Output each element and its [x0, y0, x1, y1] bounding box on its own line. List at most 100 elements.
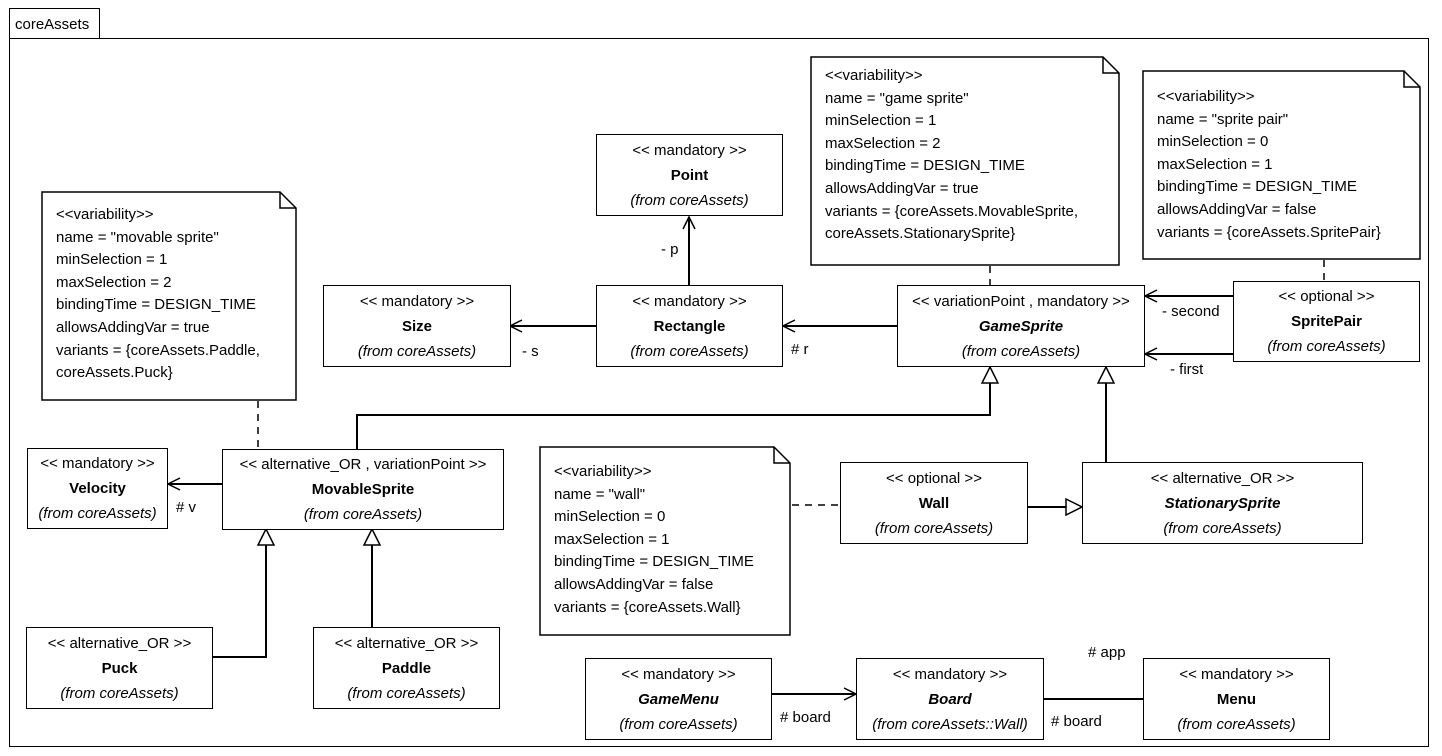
- class-origin: (from coreAssets): [630, 191, 749, 209]
- note-line: allowsAddingVar = false: [1157, 200, 1317, 218]
- class-name: Rectangle: [653, 317, 726, 335]
- role-label-board-menu: # board: [1051, 713, 1102, 730]
- stereotype: << alternative_OR >>: [47, 634, 192, 652]
- class-point[interactable]: << mandatory >> Point (from coreAssets): [596, 134, 783, 216]
- note-line: minSelection = 0: [1157, 133, 1269, 151]
- class-rectangle[interactable]: << mandatory >> Rectangle (from coreAsse…: [596, 285, 783, 367]
- class-board[interactable]: << mandatory >> Board (from coreAssets::…: [856, 658, 1044, 740]
- class-origin: (from coreAssets): [1163, 519, 1282, 537]
- stereotype: << alternative_OR >>: [1150, 469, 1295, 487]
- note-spritepair-variability: <<variability>> name = "sprite pair" min…: [1142, 70, 1421, 260]
- note-wall-variability: <<variability>> name = "wall" minSelecti…: [539, 446, 791, 636]
- class-gamesprite[interactable]: << variationPoint , mandatory >> GameSpr…: [897, 285, 1145, 367]
- note-line: minSelection = 0: [554, 508, 666, 526]
- note-line: <<variability>>: [1157, 88, 1255, 105]
- note-line: minSelection = 1: [56, 251, 168, 269]
- class-origin: (from coreAssets): [619, 715, 738, 733]
- class-origin: (from coreAssets): [1177, 715, 1296, 733]
- note-line: maxSelection = 2: [56, 273, 172, 291]
- note-line: bindingTime = DESIGN_TIME: [825, 157, 1025, 175]
- class-origin: (from coreAssets::Wall): [872, 715, 1028, 733]
- class-stationarysprite[interactable]: << alternative_OR >> StationarySprite (f…: [1082, 462, 1363, 544]
- note-line: name = "sprite pair": [1157, 110, 1289, 128]
- note-line: coreAssets.Puck}: [56, 364, 173, 382]
- class-name: Point: [670, 166, 709, 184]
- note-line: <<variability>>: [56, 206, 154, 223]
- note-line: variants = {coreAssets.Paddle,: [56, 341, 260, 359]
- note-line: variants = {coreAssets.MovableSprite,: [825, 202, 1079, 220]
- note-line: bindingTime = DESIGN_TIME: [56, 296, 256, 314]
- class-name: Menu: [1216, 690, 1257, 708]
- stereotype: << mandatory >>: [632, 292, 747, 310]
- class-origin: (from coreAssets): [60, 684, 179, 702]
- role-label-second: - second: [1162, 303, 1220, 320]
- stereotype: << mandatory >>: [40, 455, 155, 472]
- stereotype: << variationPoint , mandatory >>: [912, 292, 1130, 310]
- note-movablesprite-variability: <<variability>> name = "movable sprite" …: [41, 191, 297, 401]
- stereotype: << mandatory >>: [621, 665, 736, 683]
- class-menu[interactable]: << mandatory >> Menu (from coreAssets): [1143, 658, 1330, 740]
- note-line: name = "wall": [554, 485, 646, 503]
- class-paddle[interactable]: << alternative_OR >> Paddle (from coreAs…: [313, 627, 500, 709]
- gen-movablesprite-gamesprite: [356, 367, 990, 449]
- package-frame: [9, 38, 1429, 747]
- class-origin: (from coreAssets): [347, 684, 466, 702]
- role-label-v: # v: [176, 499, 197, 516]
- class-name: StationarySprite: [1164, 494, 1281, 512]
- class-name: Board: [928, 690, 972, 708]
- note-line: allowsAddingVar = true: [825, 179, 979, 197]
- note-line: <<variability>>: [825, 67, 923, 84]
- class-puck[interactable]: << alternative_OR >> Puck (from coreAsse…: [26, 627, 213, 709]
- note-line: name = "movable sprite": [56, 228, 219, 246]
- stereotype: << optional >>: [1278, 288, 1375, 305]
- class-name: SpritePair: [1291, 313, 1362, 330]
- class-origin: (from coreAssets): [1267, 338, 1386, 355]
- class-spritepair[interactable]: << optional >> SpritePair (from coreAsse…: [1233, 281, 1420, 362]
- class-name: GameSprite: [978, 317, 1064, 335]
- stereotype: << mandatory >>: [892, 665, 1008, 683]
- note-line: allowsAddingVar = false: [554, 575, 714, 593]
- class-size[interactable]: << mandatory >> Size (from coreAssets): [323, 285, 511, 367]
- stereotype: << alternative_OR >>: [334, 634, 479, 652]
- class-origin: (from coreAssets): [630, 342, 749, 360]
- class-velocity[interactable]: << mandatory >> Velocity (from coreAsset…: [27, 448, 168, 529]
- class-name: Size: [401, 317, 432, 335]
- note-line: bindingTime = DESIGN_TIME: [1157, 178, 1357, 196]
- class-wall[interactable]: << optional >> Wall (from coreAssets): [840, 462, 1028, 544]
- class-gamemenu[interactable]: << mandatory >> GameMenu (from coreAsset…: [585, 658, 772, 740]
- note-line: bindingTime = DESIGN_TIME: [554, 553, 754, 571]
- note-line: minSelection = 1: [825, 112, 937, 130]
- role-label-first: - first: [1170, 361, 1204, 378]
- note-line: maxSelection = 1: [1157, 155, 1273, 173]
- stereotype: << mandatory >>: [1179, 665, 1294, 683]
- class-name: Velocity: [69, 480, 126, 497]
- class-name: MovableSprite: [311, 481, 415, 498]
- gen-puck-movablesprite: [212, 529, 266, 658]
- note-line: coreAssets.StationarySprite}: [825, 225, 1016, 243]
- class-origin: (from coreAssets): [874, 519, 994, 537]
- note-line: <<variability>>: [554, 463, 652, 480]
- note-line: maxSelection = 2: [825, 134, 941, 152]
- note-line: variants = {coreAssets.Wall}: [554, 598, 741, 616]
- class-origin: (from coreAssets): [961, 342, 1081, 360]
- package-tab: coreAssets: [9, 8, 100, 39]
- stereotype: << optional >>: [886, 469, 982, 487]
- note-line: name = "game sprite": [825, 89, 969, 107]
- role-label-board-gamemenu: # board: [780, 709, 831, 726]
- class-origin: (from coreAssets): [303, 506, 423, 523]
- role-label-app: # app: [1088, 644, 1126, 661]
- class-name: GameMenu: [638, 690, 719, 708]
- class-name: Puck: [101, 659, 138, 677]
- class-name: Wall: [918, 494, 950, 512]
- class-movablesprite[interactable]: << alternative_OR , variationPoint >> Mo…: [222, 449, 504, 530]
- stereotype: << mandatory >>: [359, 292, 475, 310]
- note-line: maxSelection = 1: [554, 530, 670, 548]
- note-line: variants = {coreAssets.SpritePair}: [1157, 223, 1381, 241]
- note-gamesprite-variability: <<variability>> name = "game sprite" min…: [810, 56, 1120, 266]
- class-name: Paddle: [381, 659, 432, 677]
- role-label-r: # r: [791, 341, 809, 358]
- class-origin: (from coreAssets): [38, 505, 157, 522]
- stereotype: << alternative_OR , variationPoint >>: [239, 456, 487, 473]
